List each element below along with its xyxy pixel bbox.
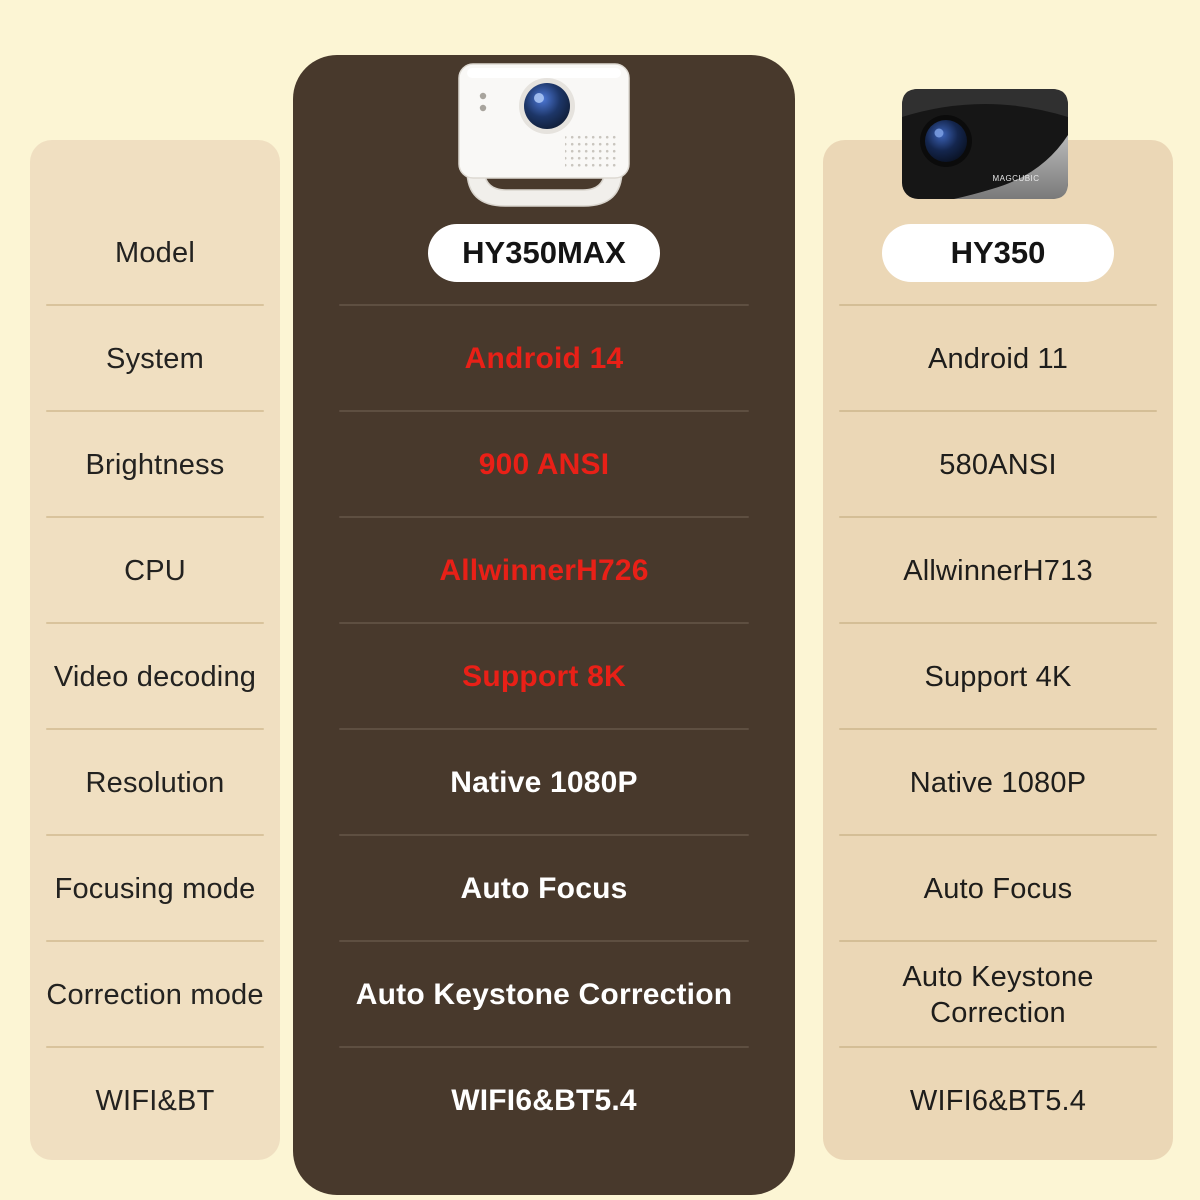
product-a-value-cpu: AllwinnerH726 (439, 554, 649, 587)
b-row-focusing-mode: Auto Focus (823, 836, 1173, 942)
feature-row-focusing-mode: Focusing mode (30, 836, 280, 942)
b-row-video-decoding: Support 4K (823, 624, 1173, 730)
feature-label-correction-mode: Correction mode (46, 978, 264, 1011)
feature-row-resolution: Resolution (30, 730, 280, 836)
feature-label-focusing-mode: Focusing mode (54, 872, 256, 905)
product-a-value-focusing-mode: Auto Focus (460, 872, 628, 905)
product-b-value-correction-mode: Auto Keystone Correction (902, 960, 1094, 1029)
feature-label-system: System (106, 342, 204, 375)
feature-label-resolution: Resolution (85, 766, 225, 799)
feature-label-brightness: Brightness (85, 448, 225, 481)
b-row-wifi-bt: WIFI6&BT5.4 (823, 1048, 1173, 1154)
product-b-column: HY350 Android 11 580ANSI AllwinnerH713 S… (823, 140, 1173, 1160)
feature-row-video-decoding: Video decoding (30, 624, 280, 730)
product-a-value-system: Android 14 (464, 342, 624, 375)
feature-row-brightness: Brightness (30, 412, 280, 518)
a-row-correction-mode: Auto Keystone Correction (293, 942, 795, 1048)
feature-row-wifi-bt: WIFI&BT (30, 1048, 280, 1154)
feature-row-model: Model (30, 200, 280, 306)
b-row-correction-mode: Auto Keystone Correction (823, 942, 1173, 1048)
feature-label-wifi-bt: WIFI&BT (95, 1084, 215, 1117)
a-row-video-decoding: Support 8K (293, 624, 795, 730)
silver-side-panel (954, 135, 1068, 199)
product-a-column: HY350MAX Android 14 900 ANSI AllwinnerH7… (293, 55, 795, 1195)
b-row-resolution: Native 1080P (823, 730, 1173, 836)
product-b-model-pill: HY350 (882, 224, 1114, 282)
product-b-value-cpu: AllwinnerH713 (903, 554, 1093, 587)
speaker-grille-icon (565, 134, 619, 170)
product-b-value-system: Android 11 (927, 342, 1069, 375)
b-row-model: HY350 (823, 200, 1173, 306)
feature-label-cpu: CPU (124, 554, 186, 587)
feature-column: Model System Brightness CPU Video decodi… (30, 140, 280, 1160)
a-row-resolution: Native 1080P (293, 730, 795, 836)
product-a-value-wifi-bt: WIFI6&BT5.4 (451, 1084, 637, 1117)
product-b-value-video-decoding: Support 4K (924, 660, 1072, 693)
product-b-value-resolution: Native 1080P (909, 766, 1087, 799)
a-row-brightness: 900 ANSI (293, 412, 795, 518)
b-row-system: Android 11 (823, 306, 1173, 412)
product-a-value-brightness: 900 ANSI (478, 448, 610, 481)
product-a-model-pill: HY350MAX (428, 224, 660, 282)
b-row-cpu: AllwinnerH713 (823, 518, 1173, 624)
feature-row-system: System (30, 306, 280, 412)
brand-label: MAGCUBIC (992, 174, 1039, 183)
product-b-value-focusing-mode: Auto Focus (923, 872, 1073, 905)
product-a-value-correction-mode: Auto Keystone Correction (355, 978, 733, 1011)
feature-row-cpu: CPU (30, 518, 280, 624)
feature-row-correction-mode: Correction mode (30, 942, 280, 1048)
product-a-value-resolution: Native 1080P (450, 766, 638, 799)
black-projector-image: MAGCUBIC (902, 89, 1068, 199)
feature-label-model: Model (115, 236, 195, 269)
product-a-value-video-decoding: Support 8K (462, 660, 626, 693)
a-row-focusing-mode: Auto Focus (293, 836, 795, 942)
product-b-value-brightness: 580ANSI (939, 448, 1057, 481)
sensor-dot-icon (479, 92, 487, 100)
b-row-brightness: 580ANSI (823, 412, 1173, 518)
product-b-value-wifi-bt: WIFI6&BT5.4 (909, 1084, 1087, 1117)
a-row-wifi-bt: WIFI6&BT5.4 (293, 1048, 795, 1154)
white-projector-image (458, 63, 630, 207)
a-row-model: HY350MAX (293, 200, 795, 306)
a-row-cpu: AllwinnerH726 (293, 518, 795, 624)
sensor-dot-icon (479, 104, 487, 112)
a-row-system: Android 14 (293, 306, 795, 412)
feature-label-video-decoding: Video decoding (53, 660, 257, 693)
